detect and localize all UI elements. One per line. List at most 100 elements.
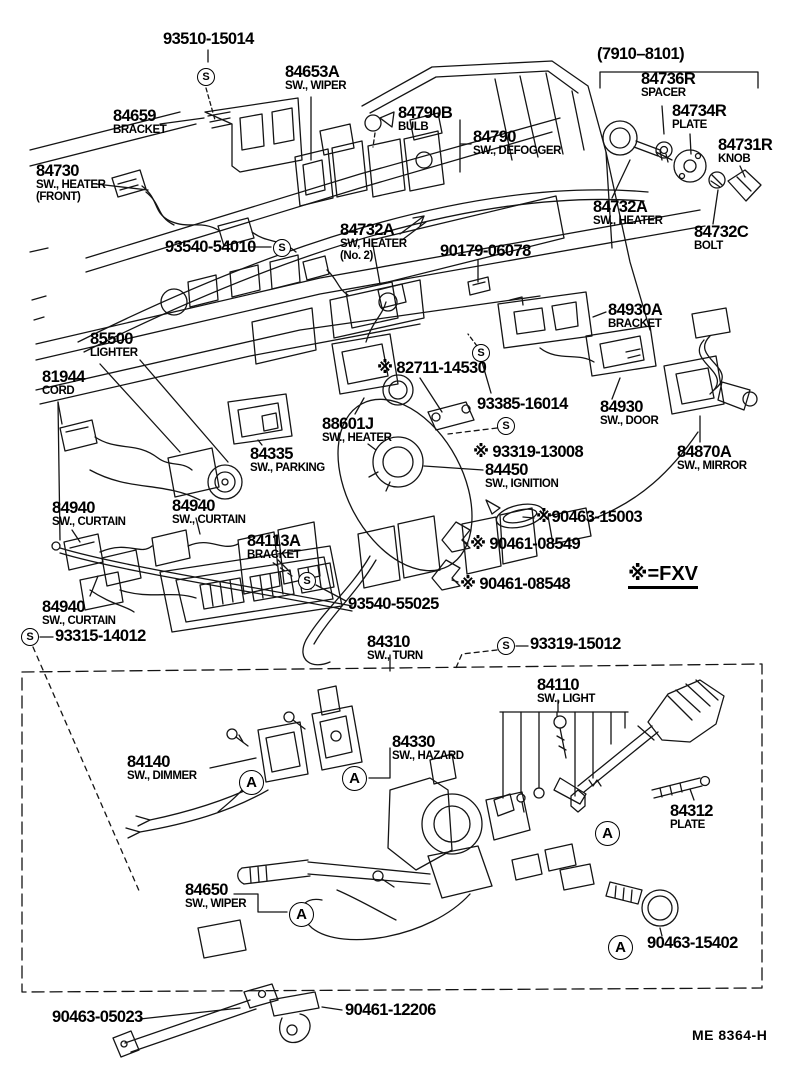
part-desc: SW., MIRROR	[677, 460, 747, 473]
part-number: 93540-54010	[165, 238, 256, 256]
part-desc: SW., TURN	[367, 650, 423, 663]
part-desc: SW., CURTAIN	[42, 615, 116, 628]
part-number: 84450	[485, 461, 528, 479]
part-number: 84335	[250, 445, 293, 463]
label-93315-14012: 93315-14012	[55, 627, 146, 645]
label-90461-12206: 90461-12206	[345, 1001, 436, 1019]
part-number: 93319-15012	[530, 635, 621, 653]
part-number: 84732C	[694, 223, 749, 241]
part-number: 84940	[52, 499, 95, 517]
ref-symbol-a: A	[595, 821, 620, 846]
label-93319-13008: ※ 93319-13008	[473, 443, 584, 461]
part-desc: BRACKET	[113, 124, 167, 137]
part-number: 84736R	[641, 70, 696, 88]
part-number: 84140	[127, 753, 170, 771]
part-desc: SW., DIMMER	[127, 770, 197, 783]
part-number: 93510-15014	[163, 30, 254, 48]
label-90463-05023: 90463-05023	[52, 1008, 143, 1026]
part-number: 84312	[670, 802, 713, 820]
part-desc: SW., PARKING	[250, 462, 325, 475]
part-number: 90463-05023	[52, 1008, 143, 1026]
part-number: 90461-12206	[345, 1001, 436, 1019]
part-number: 84790	[473, 128, 516, 146]
part-number: 84113A	[247, 532, 301, 550]
ref-symbol-a: A	[239, 770, 264, 795]
part-desc: BOLT	[694, 240, 723, 253]
ref-symbol-a: A	[289, 902, 314, 927]
part-desc: BRACKET	[247, 549, 301, 562]
part-desc: BRACKET	[608, 318, 662, 331]
part-number: 84940	[172, 497, 215, 515]
part-desc: SW., WIPER	[285, 80, 347, 93]
part-number: 81944	[42, 368, 85, 386]
part-number: ※ 90461-08549	[470, 535, 581, 553]
part-number: 84790B	[398, 104, 453, 122]
part-number: 84732A	[340, 221, 395, 239]
part-desc: SW., HEATER	[36, 179, 106, 192]
label-90179-06078: 90179-06078	[440, 242, 531, 260]
screw-symbol-s: S	[298, 572, 316, 590]
part-number: ※90463-15003	[536, 508, 643, 526]
label-production-range: (7910–8101)	[597, 45, 685, 63]
part-number: 93315-14012	[55, 627, 146, 645]
part-desc: SW., HEATER	[593, 215, 663, 228]
screw-symbol-s: S	[197, 68, 215, 86]
part-desc: SW., IGNITION	[485, 478, 559, 491]
part-desc: BULB	[398, 121, 429, 134]
drawing-code: ME 8364-H	[692, 1027, 768, 1043]
part-number: 84730	[36, 162, 79, 180]
part-number: 84659	[113, 107, 156, 125]
part-number: 88601J	[322, 415, 374, 433]
part-number: 84650	[185, 881, 228, 899]
part-desc: CORD	[42, 385, 75, 398]
part-number: 84734R	[672, 102, 727, 120]
part-desc: SW, HEATER	[340, 238, 407, 251]
screw-symbol-s: S	[472, 344, 490, 362]
screw-symbol-s: S	[21, 628, 39, 646]
label-fxv-note: ※=FXV	[628, 564, 699, 589]
part-number: 84930A	[608, 301, 663, 319]
part-number: ※ 90461-08548	[460, 575, 571, 593]
part-number: 84870A	[677, 443, 732, 461]
part-desc: LIGHTER	[90, 347, 138, 360]
part-number: 84731R	[718, 136, 773, 154]
part-desc2: (FRONT)	[36, 191, 81, 204]
part-desc: SW., DEFOGGER	[473, 145, 562, 158]
part-number: 84930	[600, 398, 643, 416]
part-number: 93385-16014	[477, 395, 568, 413]
screw-symbol-s: S	[273, 239, 291, 257]
part-number: 90463-15402	[647, 934, 738, 952]
label-drawing-code: ME 8364-H	[692, 1028, 767, 1043]
part-desc: PLATE	[670, 819, 705, 832]
label-90463-15402: 90463-15402	[647, 934, 738, 952]
screw-symbol-s: S	[497, 417, 515, 435]
